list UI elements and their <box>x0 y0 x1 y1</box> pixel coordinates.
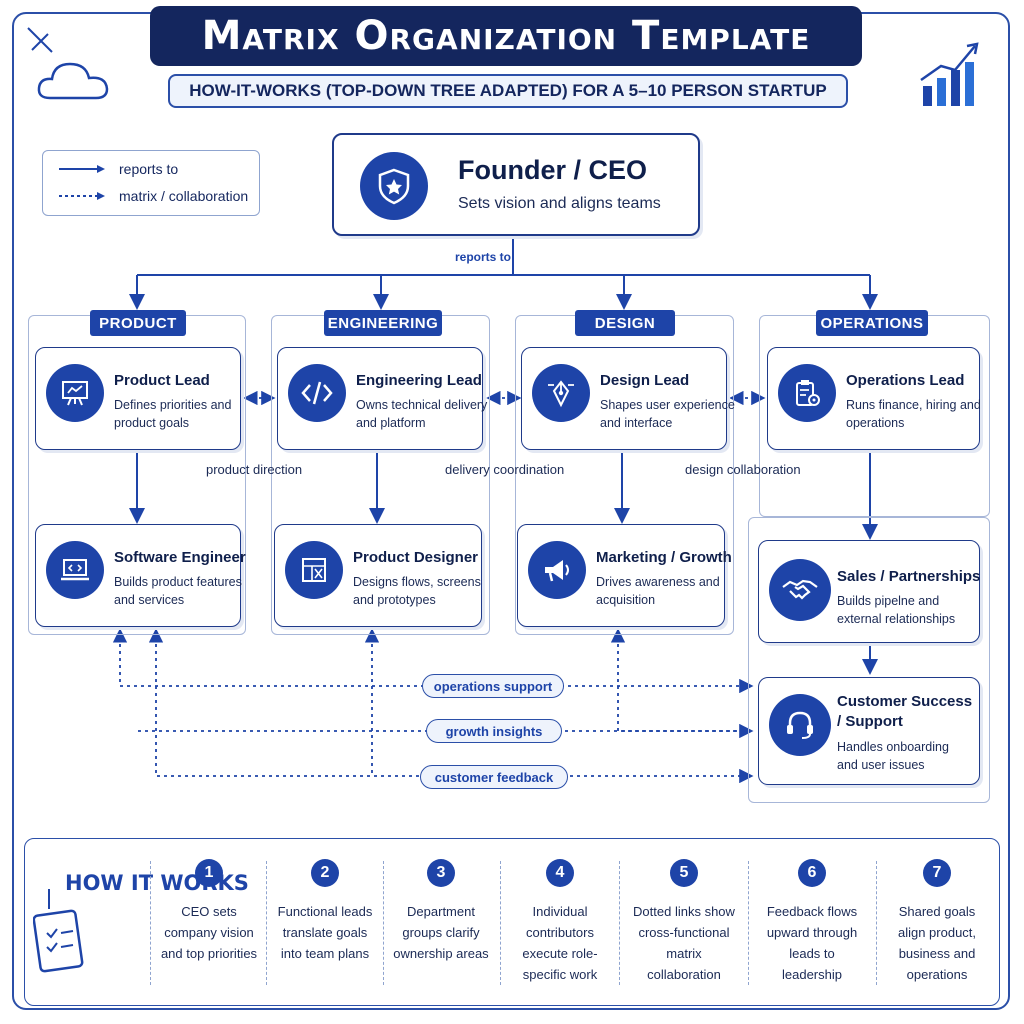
card-customer-success[interactable]: Customer Success / Support Handles onboa… <box>758 677 980 785</box>
code-icon <box>288 364 346 422</box>
step-divider <box>619 861 620 985</box>
card-desc: Shapes user experience and interface <box>600 398 735 430</box>
step-text: CEO sets company vision and top prioriti… <box>160 904 258 961</box>
pill-customer-feedback: customer feedback <box>420 765 568 789</box>
card-desc: Handles onboarding and user issues <box>837 740 949 772</box>
link-growth-insights <box>617 630 750 732</box>
link-customer-feedback <box>148 628 754 784</box>
step-number: 2 <box>311 859 339 887</box>
headset-icon <box>769 694 831 756</box>
card-title: Engineering Lead <box>356 372 482 389</box>
clipboard-gear-icon <box>778 364 836 422</box>
wireframe-icon <box>285 541 343 599</box>
dept-design: DESIGN <box>575 310 675 336</box>
card-desc: Builds pipelne and external relationship… <box>837 594 956 626</box>
edge-label-delivery: delivery coordination <box>445 462 565 477</box>
card-engineering-lead[interactable]: Engineering Lead Owns technical delivery… <box>277 347 487 450</box>
step-number: 1 <box>195 859 223 887</box>
legend-dotted-label: matrix / collaboration <box>119 188 249 204</box>
card-marketing-growth[interactable]: Marketing / Growth Drives awareness and … <box>517 524 732 627</box>
edge-label-design: design collaboration <box>685 462 801 477</box>
ceo-title: Founder / CEO <box>458 155 647 185</box>
card-title: Software Engineer <box>114 549 246 566</box>
step-number: 3 <box>427 859 455 887</box>
card-desc: Builds product features and services <box>114 575 242 607</box>
pen-nib-icon <box>532 364 590 422</box>
card-title: Sales / Partnerships <box>837 568 981 585</box>
step-divider <box>383 861 384 985</box>
card-desc: Defines priorities and product goals <box>114 398 232 430</box>
step-divider <box>500 861 501 985</box>
card-sales-partnerships[interactable]: Sales / Partnerships Builds pipelne and … <box>758 540 980 643</box>
card-product-designer[interactable]: Product Designer Designs flows, screens … <box>274 524 482 627</box>
step-5: 5 Dotted links show cross-functional mat… <box>629 859 739 985</box>
ceo-edge-label: reports to <box>455 250 512 264</box>
laptop-code-icon <box>46 541 104 599</box>
step-text: Individual contributors execute role-spe… <box>522 904 598 982</box>
step-divider <box>150 861 151 985</box>
ceo-desc: Sets vision and aligns teams <box>458 195 661 212</box>
legend: reports to matrix / collaboration <box>42 150 260 216</box>
card-title: Design Lead <box>600 372 690 389</box>
card-desc: Designs flows, screens and prototypes <box>353 575 481 607</box>
step-6: 6 Feedback flows upward through leads to… <box>762 859 862 985</box>
title-banner: Matrix Organization Template <box>150 6 862 66</box>
legend-solid: reports to <box>59 161 178 177</box>
step-number: 6 <box>798 859 826 887</box>
step-divider <box>748 861 749 985</box>
card-title: Product Lead <box>114 372 210 389</box>
dept-engineering: ENGINEERING <box>324 310 442 336</box>
step-text: Functional leads translate goals into te… <box>277 904 373 961</box>
card-product-lead[interactable]: Product Lead Defines priorities and prod… <box>35 347 241 450</box>
card-desc: Owns technical delivery and platform <box>356 398 488 430</box>
edge-label-product: product direction <box>206 462 303 477</box>
step-1: 1 CEO sets company vision and top priori… <box>159 859 259 964</box>
pill-growth-insights: growth insights <box>426 719 562 743</box>
cloud-icon <box>37 62 109 100</box>
how-it-works-panel: HOW IT WORKS 1 CEO sets company vision a… <box>24 838 1000 1006</box>
step-number: 5 <box>670 859 698 887</box>
step-3: 3 Department groups clarify ownership ar… <box>391 859 491 964</box>
step-2: 2 Functional leads translate goals into … <box>275 859 375 964</box>
card-operations-lead[interactable]: Operations Lead Runs finance, hiring and… <box>767 347 981 450</box>
step-number: 7 <box>923 859 951 887</box>
card-title: Operations Lead <box>846 372 965 389</box>
step-4: 4 Individual contributors execute role-s… <box>514 859 606 985</box>
legend-dotted: matrix / collaboration <box>59 188 248 204</box>
legend-solid-label: reports to <box>119 161 179 177</box>
shield-star-icon <box>360 152 428 220</box>
step-text: Shared goals align product, business and… <box>897 904 977 982</box>
card-title: Marketing / Growth <box>596 549 732 566</box>
sparkle-icon <box>27 27 53 53</box>
dept-product: PRODUCT <box>90 310 186 336</box>
step-7: 7 Shared goals align product, business a… <box>887 859 987 985</box>
growth-chart-icon <box>920 42 979 106</box>
pill-operations-support: operations support <box>422 674 564 698</box>
card-title: Product Designer <box>353 549 479 566</box>
card-design-lead[interactable]: Design Lead Shapes user experience and i… <box>521 347 735 450</box>
group-operations-members <box>748 517 990 803</box>
card-desc: Runs finance, hiring and operations <box>846 398 981 430</box>
checklist-icon <box>33 889 84 973</box>
megaphone-icon <box>528 541 586 599</box>
card-software-engineer[interactable]: Software Engineer Builds product feature… <box>35 524 246 627</box>
step-number: 4 <box>546 859 574 887</box>
solid-arrow-icon <box>59 165 105 173</box>
step-text: Dotted links show cross-functional matri… <box>633 904 735 982</box>
ceo-card[interactable]: Founder / CEO Sets vision and aligns tea… <box>332 133 700 236</box>
step-text: Feedback flows upward through leads to l… <box>766 904 858 982</box>
card-desc: Drives awareness and acquisition <box>596 575 720 607</box>
page-title: Matrix Organization Template <box>201 13 811 59</box>
card-title: Customer Success / Support <box>837 693 973 730</box>
step-text: Department groups clarify ownership area… <box>393 904 489 961</box>
presentation-board-icon <box>46 364 104 422</box>
handshake-icon <box>769 559 831 621</box>
step-divider <box>266 861 267 985</box>
page-subtitle: HOW-IT-WORKS (TOP-DOWN TREE ADAPTED) FOR… <box>168 74 848 108</box>
step-divider <box>876 861 877 985</box>
dept-operations: OPERATIONS <box>816 310 928 336</box>
dotted-arrow-icon <box>59 192 105 200</box>
